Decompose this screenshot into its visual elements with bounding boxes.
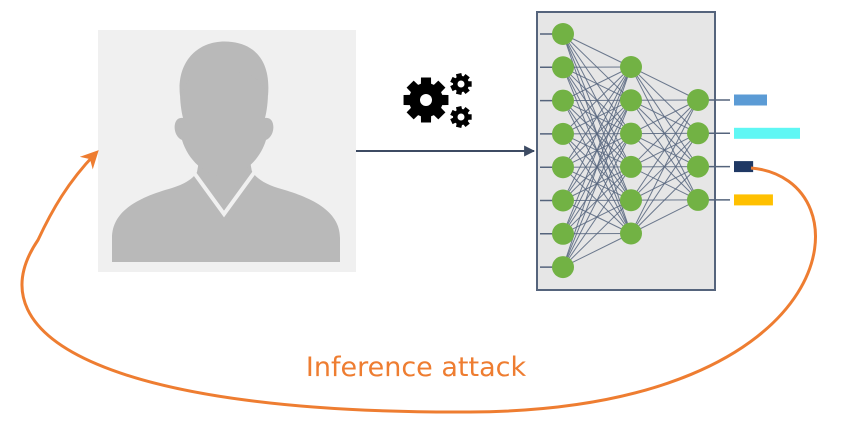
network-connection xyxy=(562,199,632,268)
network-connection xyxy=(630,99,699,135)
network-connection xyxy=(562,33,632,68)
network-connection xyxy=(630,99,699,201)
network-connection xyxy=(630,99,699,168)
network-connections xyxy=(562,33,699,268)
inference-attack-loop xyxy=(20,150,817,414)
input-neuron xyxy=(552,89,574,112)
network-connection xyxy=(562,66,632,201)
network-connection xyxy=(630,166,699,234)
hidden-neuron xyxy=(620,122,642,145)
network-connection xyxy=(562,66,632,268)
silhouette-hair xyxy=(179,41,269,96)
input-neuron xyxy=(552,222,574,245)
network-connection xyxy=(562,100,632,268)
network-connection xyxy=(562,66,632,168)
large-gear-icon xyxy=(403,77,449,123)
person-portrait xyxy=(98,30,356,272)
output-neuron xyxy=(687,89,709,111)
network-connection xyxy=(562,66,632,102)
input-neuron xyxy=(552,189,574,212)
input-neuron xyxy=(552,23,574,45)
output-neuron xyxy=(687,155,709,178)
network-connection xyxy=(562,66,632,135)
neuron-layers xyxy=(552,23,709,279)
hidden-neuron xyxy=(620,89,642,112)
output-neuron xyxy=(687,122,709,145)
input-neuron xyxy=(552,256,574,279)
attack-caption: Inference attack xyxy=(306,352,527,383)
output-neuron xyxy=(687,188,709,211)
network-box xyxy=(536,11,716,291)
small-gear-icon xyxy=(450,106,472,128)
output-score-bar xyxy=(734,94,767,106)
user-silhouette-icon xyxy=(112,41,340,262)
network-connection xyxy=(630,199,699,234)
network-connection xyxy=(562,66,632,234)
input-neuron xyxy=(552,56,574,79)
network-connection xyxy=(630,66,699,101)
input-neuron xyxy=(552,122,574,145)
hidden-neuron xyxy=(620,222,642,245)
gears-icon xyxy=(403,73,472,128)
neural-network xyxy=(536,11,730,291)
output-score-bar xyxy=(734,194,773,206)
hidden-neuron xyxy=(620,155,642,178)
output-score-bar xyxy=(734,161,754,173)
output-score-bar xyxy=(734,127,800,139)
network-connection xyxy=(562,233,632,268)
network-connection xyxy=(562,166,632,268)
network-connection xyxy=(562,133,632,268)
network-connection xyxy=(630,133,699,234)
input-neuron xyxy=(552,156,574,179)
hidden-neuron xyxy=(620,56,642,78)
hidden-neuron xyxy=(620,189,642,212)
output-scores xyxy=(734,94,800,206)
network-connection xyxy=(630,99,699,234)
shirt-collar xyxy=(190,168,258,218)
small-gear-icon xyxy=(450,73,472,95)
